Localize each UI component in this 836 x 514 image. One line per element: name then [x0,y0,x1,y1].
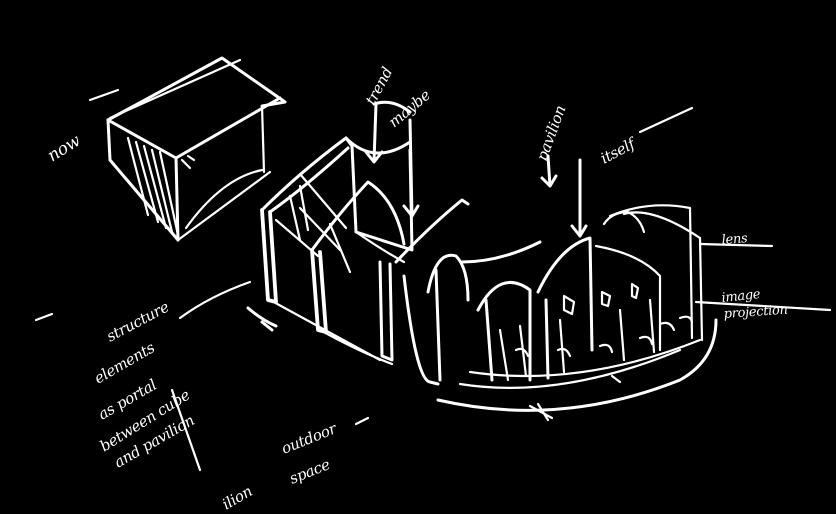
label-bottom-fragment: ilion [219,482,255,513]
label-structure-1: structure [103,298,172,346]
pavilion-sketch [402,204,718,422]
portal-structure-sketch [246,136,470,366]
label-now: now [44,130,85,166]
label-lens: lens [721,231,748,248]
annotation-leaders [34,88,832,472]
cube-sketch [106,56,287,242]
label-itself: itself [597,133,640,167]
handwritten-annotations: now trend maybe pavilion itself lens ima… [44,64,788,513]
label-pavilion: pavilion [533,103,570,163]
label-image: image [721,287,762,306]
label-space: space [287,455,333,488]
label-outdoor: outdoor [279,419,340,458]
label-projection: projection [723,303,788,322]
